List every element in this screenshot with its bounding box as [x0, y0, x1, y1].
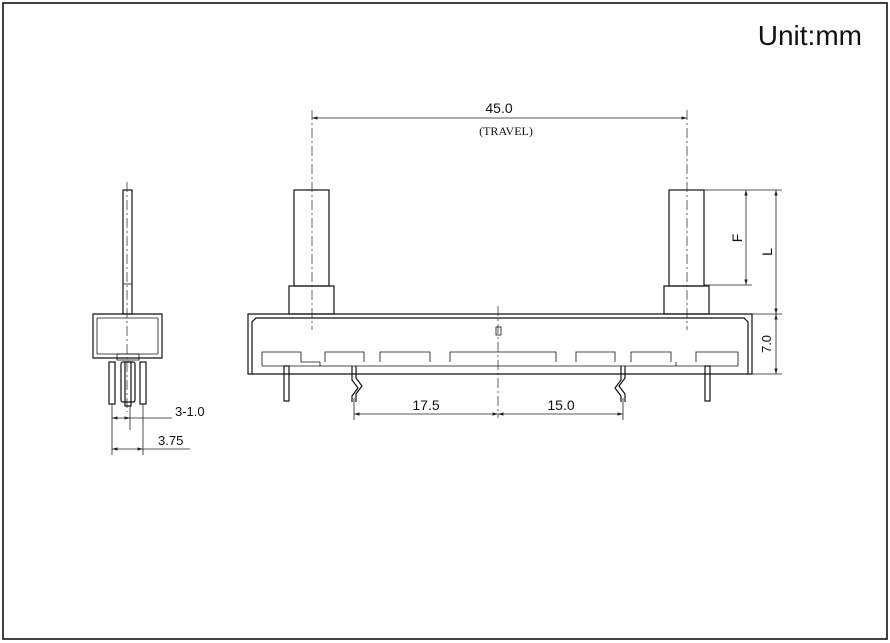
side-housing	[92, 313, 163, 359]
pin-spacing-right: 15.0	[547, 397, 574, 413]
pin-offset-label: 3.75	[158, 433, 183, 448]
front-view: 45.0 (TRAVEL) 17.5 15.0 F L 7.0	[247, 100, 782, 420]
side-view: 3-1.0 3.75	[92, 182, 205, 455]
mounting-pins	[283, 365, 711, 402]
slider-body	[247, 313, 753, 375]
travel-value: 45.0	[485, 100, 512, 116]
pin-pitch-label: 3-1.0	[175, 404, 205, 419]
lever-l-label: L	[759, 248, 775, 256]
lever-f-label: F	[729, 234, 745, 243]
body-height-label: 7.0	[759, 335, 774, 353]
travel-note: (TRAVEL)	[479, 124, 533, 138]
pin-spacing-left: 17.5	[412, 397, 439, 413]
center-mark	[495, 326, 502, 336]
unit-label: Unit:mm	[758, 20, 862, 51]
terminal-pins	[351, 366, 626, 402]
